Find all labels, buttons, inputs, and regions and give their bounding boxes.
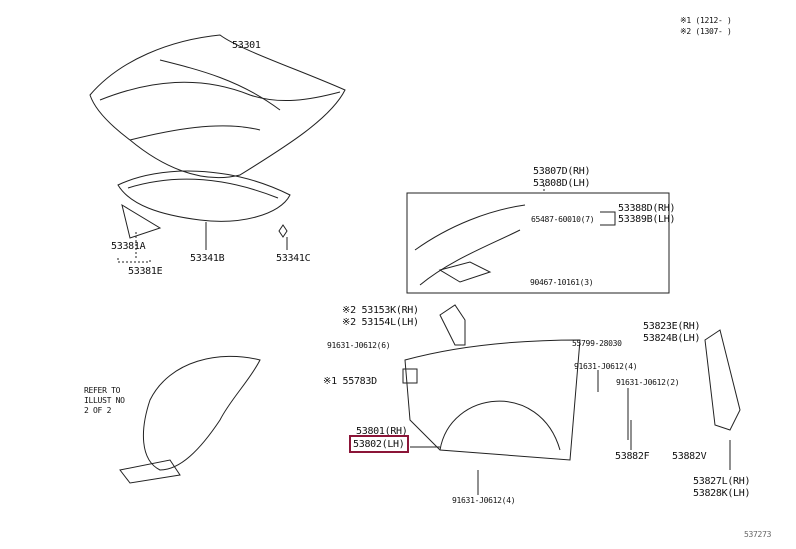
part-label[interactable]: 53808D(LH) bbox=[533, 178, 591, 189]
part-label[interactable]: ※1 55783D bbox=[323, 376, 377, 387]
part-label[interactable]: 90467-10161(3) bbox=[530, 278, 594, 287]
part-label[interactable]: 53807D(RH) bbox=[533, 166, 591, 177]
refer-note-line: REFER TO bbox=[84, 386, 121, 395]
fender-liner-illustration bbox=[142, 355, 261, 471]
diagram-code: 537273 bbox=[744, 530, 772, 539]
part-label[interactable]: 53828K(LH) bbox=[693, 488, 751, 499]
part-label[interactable]: 53882F bbox=[615, 451, 650, 462]
part-label[interactable]: 91631-J0612(4) bbox=[574, 362, 638, 371]
legend-note-1: ※1 (1212- ) bbox=[680, 16, 732, 25]
part-label[interactable]: 53301 bbox=[232, 40, 261, 51]
refer-note-line: 2 OF 2 bbox=[84, 406, 112, 415]
fender-illustration bbox=[404, 339, 581, 461]
part-label[interactable]: 55799-28030 bbox=[572, 339, 622, 348]
molding-detail-box bbox=[406, 192, 670, 294]
part-label[interactable]: 53381E bbox=[128, 266, 163, 277]
part-label-highlighted[interactable]: 53802(LH) bbox=[353, 439, 405, 450]
part-label[interactable]: 53388D(RH) bbox=[618, 203, 676, 214]
fender-protector-illustration bbox=[704, 329, 741, 431]
part-label[interactable]: ※2 53154L(LH) bbox=[342, 317, 419, 328]
part-label[interactable]: 53381A bbox=[111, 241, 146, 252]
part-label[interactable]: 53801(RH) bbox=[356, 426, 408, 437]
part-label[interactable]: 53882V bbox=[672, 451, 707, 462]
hood-insulator-illustration bbox=[117, 170, 291, 239]
part-label[interactable]: 53827L(RH) bbox=[693, 476, 751, 487]
hood-illustration bbox=[89, 34, 346, 179]
part-label[interactable]: ※2 53153K(RH) bbox=[342, 305, 419, 316]
highlight-box bbox=[349, 435, 409, 453]
part-label[interactable]: 53389B(LH) bbox=[618, 214, 676, 225]
part-label[interactable]: 91631-J0612(6) bbox=[327, 341, 391, 350]
part-label[interactable]: 53341B bbox=[190, 253, 225, 264]
part-label[interactable]: 91631-J0612(2) bbox=[616, 378, 680, 387]
part-label[interactable]: 53824B(LH) bbox=[643, 333, 701, 344]
part-label[interactable]: 53823E(RH) bbox=[643, 321, 701, 332]
part-label[interactable]: 53341C bbox=[276, 253, 311, 264]
refer-note-line: ILLUST NO bbox=[84, 396, 125, 405]
part-label[interactable]: 91631-J0612(4) bbox=[452, 496, 516, 505]
part-label[interactable]: 65487-60010(7) bbox=[531, 215, 595, 224]
legend-note-2: ※2 (1307- ) bbox=[680, 27, 732, 36]
